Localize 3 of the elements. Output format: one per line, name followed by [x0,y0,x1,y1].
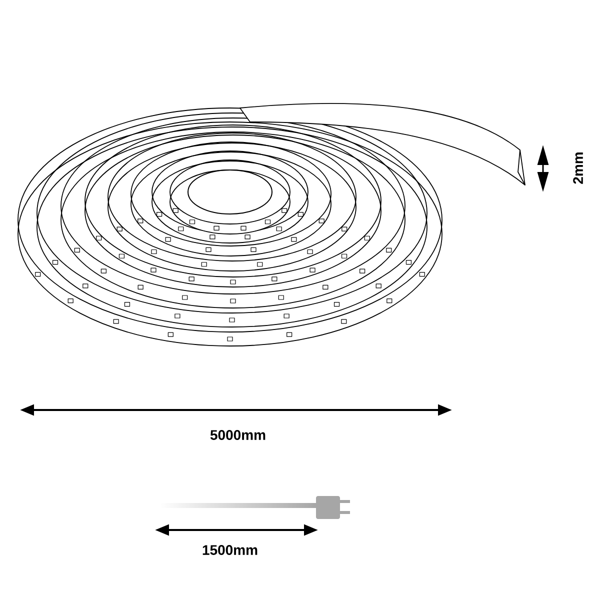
dimension-label: 2mm [573,152,583,184]
dimension-label: 1500mm [202,545,258,555]
dimension-label: 5000mm [210,430,266,440]
